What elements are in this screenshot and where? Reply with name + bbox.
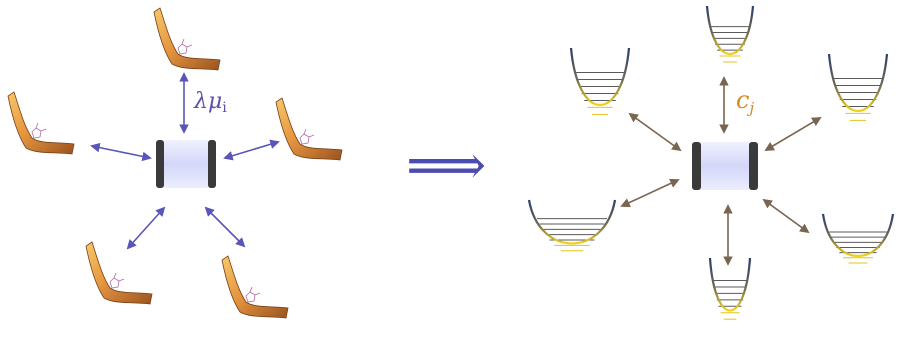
right-cavity	[692, 142, 758, 190]
potential-surface-bottom-left	[85, 241, 153, 305]
potential-surface-top	[153, 7, 221, 71]
well-bottom	[708, 257, 752, 320]
potential-surface-left	[7, 91, 75, 155]
right-arrow-upper-left	[628, 112, 682, 152]
left-arrow-lower-right	[204, 206, 246, 248]
left-coupling-label: λμi	[193, 89, 227, 116]
potential-surface-right	[275, 97, 343, 161]
well-upper-right	[827, 53, 889, 121]
harmonic-wells	[527, 5, 895, 320]
well-lower-left	[527, 199, 617, 252]
well-curve	[705, 5, 755, 55]
well-curve	[708, 257, 752, 312]
right-arrow-lower-right	[762, 198, 810, 234]
left-arrows	[90, 72, 280, 250]
right-arrows	[620, 76, 822, 266]
right-coupling-label: cj	[736, 86, 754, 117]
left-arrow-lower-left	[126, 206, 166, 250]
implication-arrow: ⟹	[406, 133, 486, 198]
well-upper-left	[569, 47, 631, 115]
left-arrow-upper-right	[223, 139, 280, 161]
well-curve	[569, 47, 631, 106]
right-panel: cj	[527, 5, 895, 320]
right-arrow-upper-right	[764, 117, 822, 151]
left-arrow-upper-left	[90, 142, 152, 162]
right-coupling-label-main: c	[736, 86, 749, 114]
left-panel: λμi	[7, 7, 343, 319]
left-coupling-label-main: λμ	[193, 89, 222, 114]
well-top	[705, 5, 755, 63]
potential-surface-bottom-right	[221, 255, 289, 319]
well-curve	[821, 213, 895, 257]
left-coupling-label-sub: i	[222, 100, 227, 116]
well-curve	[527, 199, 617, 245]
well-lower-right	[821, 213, 895, 264]
right-coupling-label-sub: j	[746, 99, 754, 117]
well-curve	[827, 53, 889, 112]
left-cavity	[156, 140, 216, 188]
right-arrow-lower-left	[620, 178, 680, 208]
